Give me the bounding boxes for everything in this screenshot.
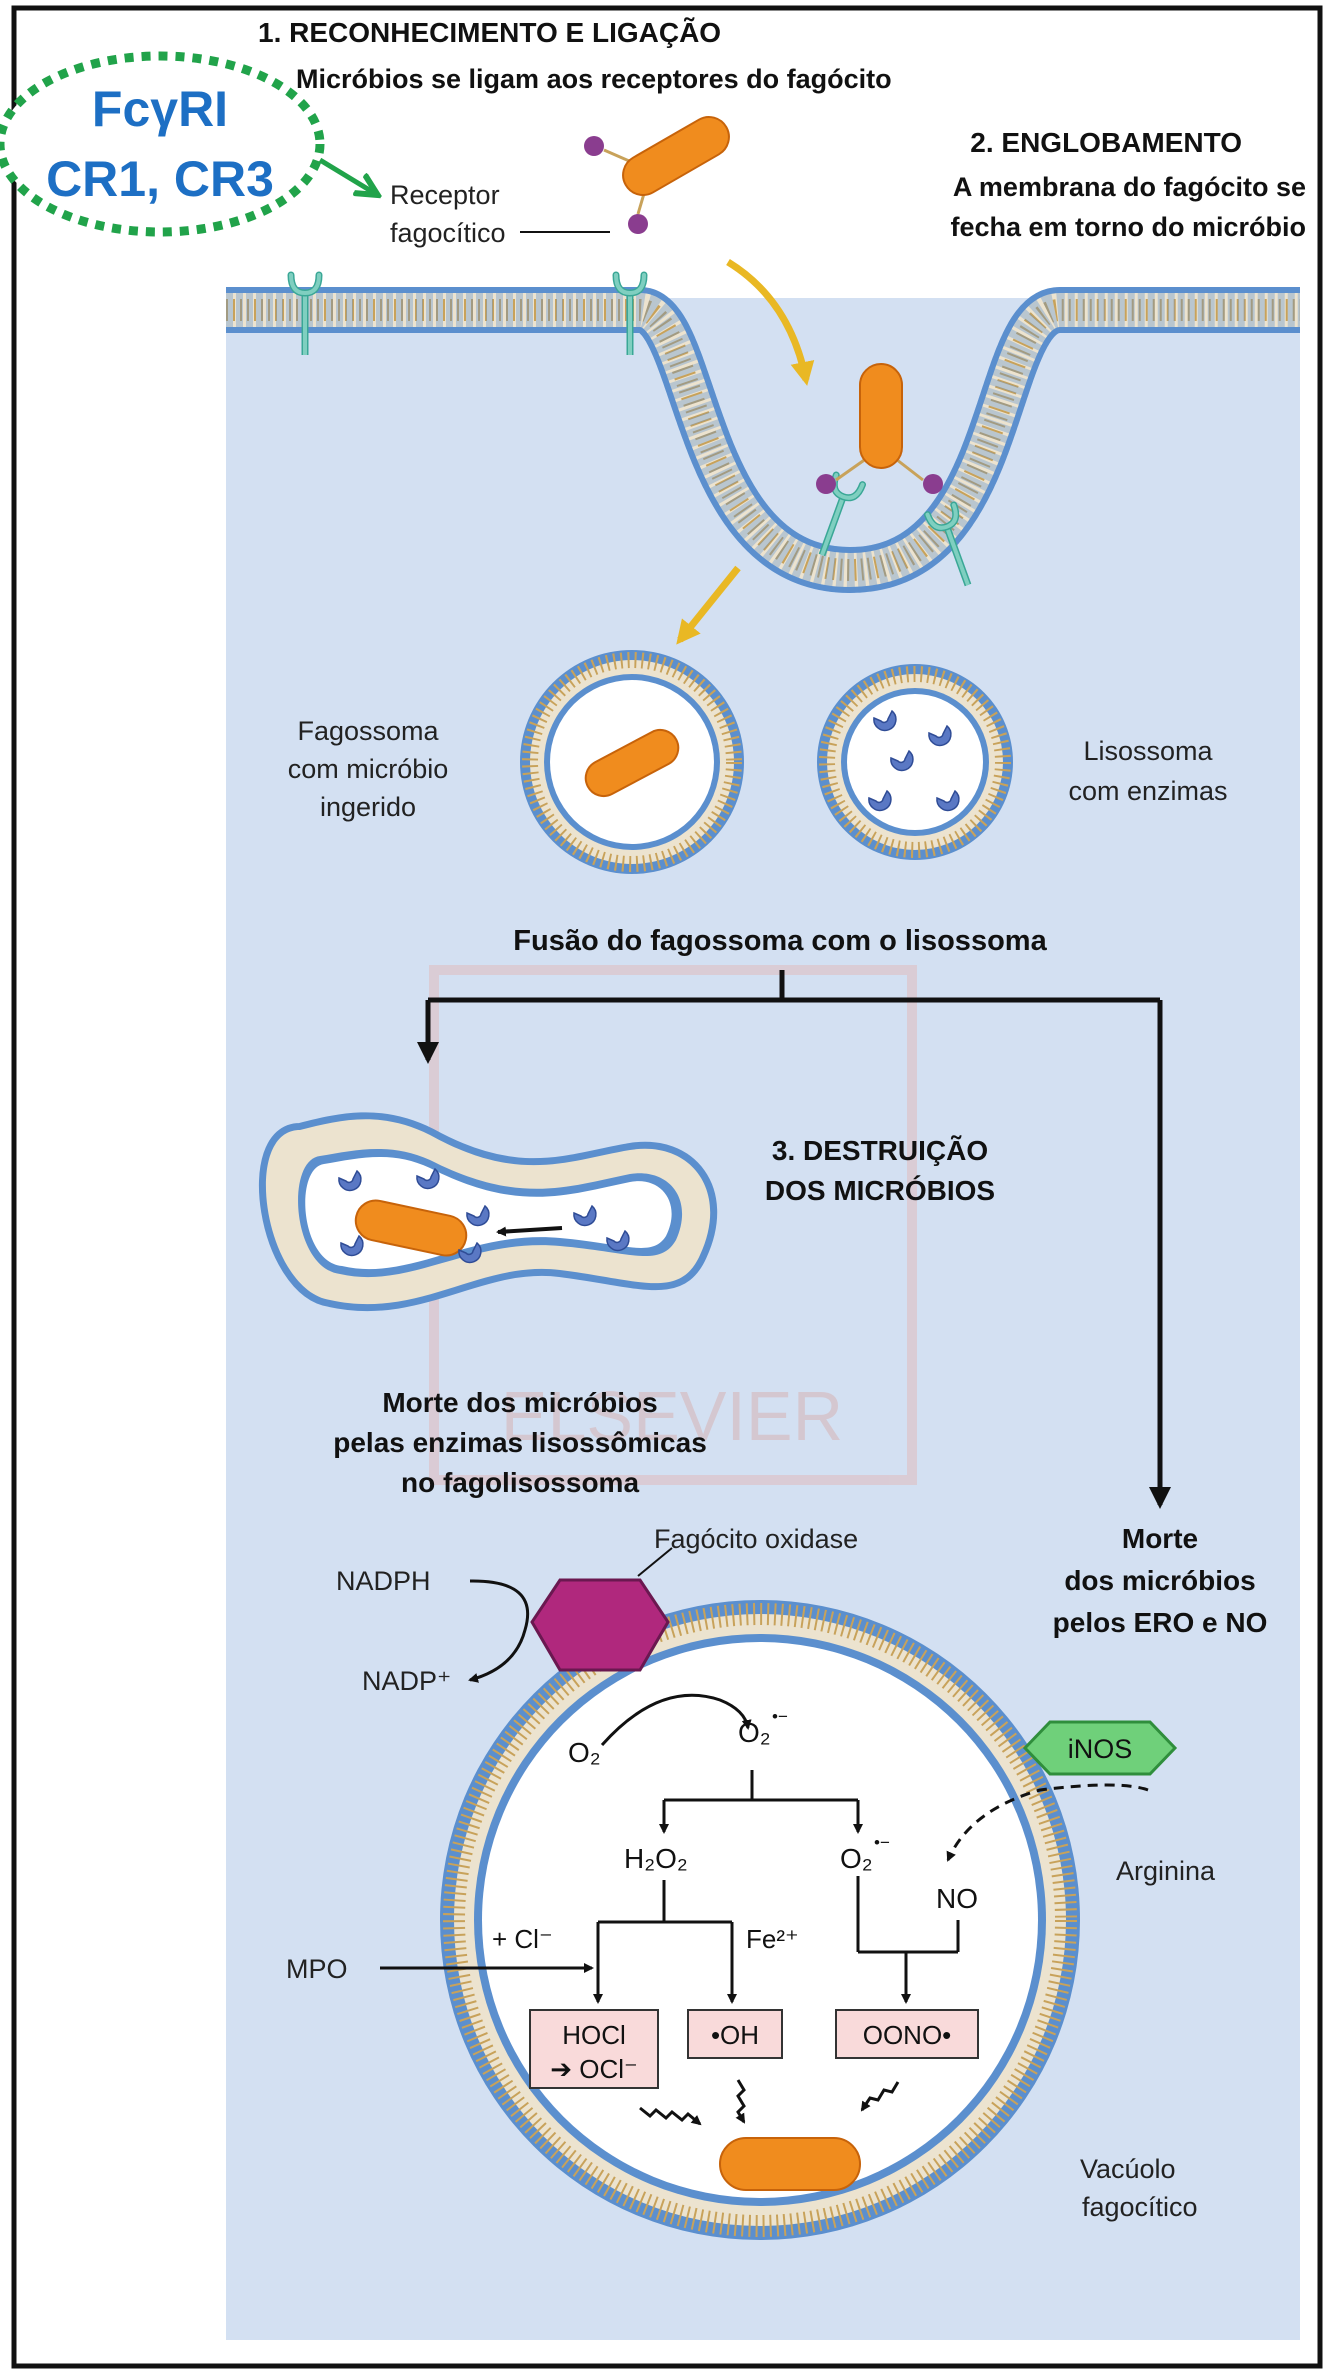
death-ros-2: dos micróbios: [1064, 1565, 1255, 1596]
step3-title-1: 3. DESTRUIÇÃO: [772, 1135, 988, 1166]
superoxide-charge: •−: [772, 1707, 788, 1726]
death-enzymes-1: Morte dos micróbios: [382, 1387, 657, 1418]
ligand: [816, 474, 836, 494]
lysosome: [817, 664, 1013, 860]
step2-desc-2: fecha em torno do micróbio: [950, 212, 1306, 242]
fusion-label: Fusão do fagossoma com o lisossoma: [513, 925, 1047, 957]
step1-title: 1. RECONHECIMENTO E LIGAÇÃO: [258, 17, 721, 48]
engulf-arrow: [726, 259, 815, 386]
h2o2-text: H₂O₂: [624, 1843, 688, 1874]
o2-text: O₂: [568, 1737, 601, 1768]
superoxide-text: O₂: [738, 1717, 771, 1748]
fusion-connectors: [417, 970, 1171, 1509]
reaction-lines: [380, 1770, 960, 2004]
oh-text: •OH: [711, 2020, 759, 2050]
mpo-label: MPO: [286, 1954, 348, 1984]
death-enzymes-2: pelas enzimas lisossômicas: [333, 1427, 707, 1458]
annotation-arrow: [318, 157, 376, 194]
microbe-target: [719, 2137, 861, 2191]
death-ros-1: Morte: [1122, 1523, 1198, 1554]
receptor-label-2: fagocítico: [390, 218, 506, 248]
ligand: [923, 474, 943, 494]
arginine-arrow: [946, 1783, 1149, 1862]
phagolysosome: [258, 1112, 718, 1311]
ligand: [584, 136, 604, 156]
ligand: [628, 214, 648, 234]
attack-arrows: [639, 2079, 900, 2126]
step3-title-2: DOS MICRÓBIOS: [765, 1175, 995, 1206]
nadph-label: NADPH: [336, 1566, 431, 1596]
lysosome-label-2: com enzimas: [1068, 776, 1227, 806]
step2-desc-1: A membrana do fagócito se: [953, 172, 1306, 202]
phagosome-label-3: ingerido: [320, 792, 416, 822]
internalize-arrow: [676, 565, 741, 645]
no-text: NO: [936, 1883, 978, 1914]
hocl-text-1: HOCl: [562, 2020, 626, 2050]
inos-enzyme: [1022, 1720, 1178, 1776]
microbe: [622, 116, 730, 196]
superoxide2-text: O₂: [840, 1843, 873, 1874]
hocl-box: [529, 2009, 659, 2089]
phagocyte-oxidase: [530, 1578, 670, 1672]
oxidase-label: Fagócito oxidase: [654, 1524, 858, 1554]
vacuole-label-1: Vacúolo: [1080, 2154, 1176, 2184]
phagosome: [520, 650, 744, 874]
vacuole-label-2: fagocítico: [1082, 2192, 1198, 2222]
inos-label: iNOS: [1068, 1734, 1133, 1764]
superoxide2-charge: •−: [874, 1833, 890, 1852]
plasma-membrane: [226, 287, 1300, 594]
receptor-annotation-oval: [0, 51, 325, 237]
death-enzymes-3: no fagolisossoma: [401, 1467, 639, 1498]
chloride-text: + Cl⁻: [492, 1924, 553, 1954]
annotation-cr: CR1, CR3: [46, 151, 274, 207]
step1-desc: Micróbios se ligam aos receptores do fag…: [296, 64, 892, 94]
step2-title: 2. ENGLOBAMENTO: [970, 127, 1242, 158]
hocl-text-2: ➔ OCl⁻: [550, 2054, 638, 2084]
iron-text: Fe²⁺: [746, 1924, 799, 1954]
lysosome-label-1: Lisossoma: [1083, 736, 1213, 766]
oh-box: [687, 2009, 783, 2059]
microbe: [859, 363, 903, 469]
oono-text: OONO•: [863, 2020, 952, 2050]
phagosome-label-1: Fagossoma: [297, 716, 439, 746]
death-ros-3: pelos ERO e NO: [1053, 1607, 1268, 1638]
arginine-label: Arginina: [1116, 1856, 1216, 1886]
phagosome-label-2: com micróbio: [288, 754, 449, 784]
nadp-label: NADP⁺: [362, 1666, 451, 1696]
annotation-fcgri: FcγRI: [92, 81, 228, 137]
oono-box: [835, 2009, 979, 2059]
watermark-text: ELSEVIER: [501, 1377, 843, 1455]
receptor-label-1: Receptor: [390, 180, 500, 210]
nadph-arrow: [468, 1579, 530, 1683]
annotation-text: FcγRI CR1, CR3: [46, 81, 274, 207]
